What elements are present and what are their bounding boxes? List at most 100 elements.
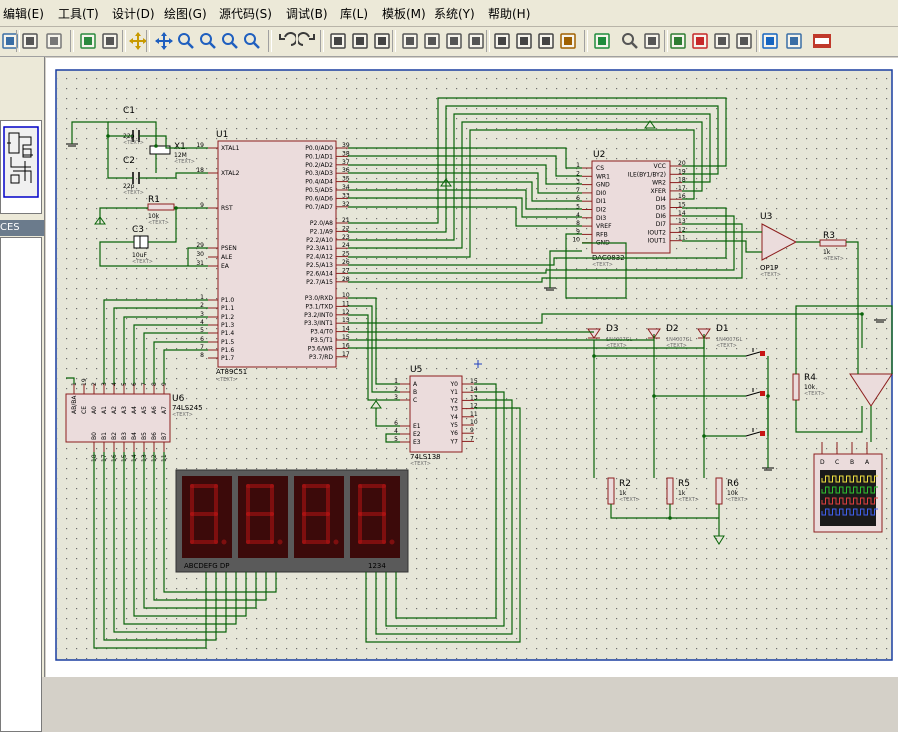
overview-preview[interactable] <box>0 120 42 214</box>
u2-pin-number: 16 <box>678 193 686 200</box>
remove-sheet-icon[interactable] <box>690 31 710 51</box>
decompose-icon[interactable] <box>558 31 578 51</box>
u5-pin-number: 4 <box>394 428 398 435</box>
menu-item-3[interactable]: 绘图(G) <box>164 7 207 21</box>
print-icon[interactable] <box>20 31 40 51</box>
erc-icon[interactable] <box>760 31 780 51</box>
grid-icon[interactable] <box>0 31 20 51</box>
toolbar-separator <box>486 30 490 52</box>
u6-pin-name: A7 <box>161 406 168 414</box>
u2-pin-name: XFER <box>650 188 666 195</box>
block-rotate-icon[interactable] <box>444 31 464 51</box>
u1-pin-name: ALE <box>221 254 232 261</box>
property-tool-icon[interactable] <box>642 31 662 51</box>
make-device-icon[interactable] <box>514 31 534 51</box>
r5-resistor-body <box>666 477 674 505</box>
origin-icon[interactable] <box>128 31 148 51</box>
u2-pin-number: 15 <box>678 202 686 209</box>
u1-pin-name: P2.5/A13 <box>306 262 333 269</box>
bom-icon[interactable] <box>734 31 754 51</box>
devices-tab[interactable]: CES <box>0 220 44 236</box>
u2-pin-name: VREF <box>596 223 612 230</box>
u6-pin-number: 2 <box>91 382 98 386</box>
u1-pin-number: 37 <box>342 159 350 166</box>
zoom-out-icon[interactable] <box>198 31 218 51</box>
u1-pin-name: P3.0/RXD <box>305 295 333 302</box>
u1-pin-number: 31 <box>196 260 204 267</box>
u1-pin-number: 18 <box>196 167 204 174</box>
zoom-in-icon[interactable] <box>176 31 196 51</box>
wire-junction <box>668 516 672 520</box>
new-sheet-icon[interactable] <box>668 31 688 51</box>
menu-item-4[interactable]: 源代码(S) <box>219 7 272 21</box>
u5-pin-number: 7 <box>470 435 474 442</box>
wire <box>163 349 208 384</box>
menu-item-5[interactable]: 调试(B) <box>286 7 328 21</box>
pan-icon[interactable] <box>154 31 174 51</box>
device-list[interactable] <box>0 237 42 732</box>
u1-pin-number: 32 <box>342 201 350 208</box>
block-move-icon[interactable] <box>422 31 442 51</box>
d2-diode-body <box>647 328 661 339</box>
netlist-icon[interactable] <box>712 31 732 51</box>
button-contact <box>745 431 761 437</box>
menu-item-0[interactable]: 编辑(E) <box>3 7 44 21</box>
search-icon[interactable] <box>620 31 640 51</box>
u2-pin-number: 4 <box>576 212 580 219</box>
menu-item-1[interactable]: 工具(T) <box>58 7 99 21</box>
left-panel: CES <box>0 57 45 732</box>
u1-pin-name: P0.7/AD7 <box>305 204 333 211</box>
u5-body <box>409 375 463 453</box>
menu-item-8[interactable]: 系统(Y) <box>434 7 475 21</box>
page-icon[interactable] <box>44 31 64 51</box>
u6-pin-name: B4 <box>131 432 138 440</box>
u1-body <box>217 140 337 368</box>
redo-icon[interactable] <box>296 31 318 51</box>
menu-item-7[interactable]: 模板(M) <box>382 7 426 21</box>
button-contact <box>745 351 761 357</box>
u6-pin-name: A6 <box>151 406 158 414</box>
wire-junction <box>592 354 596 358</box>
menu-item-6[interactable]: 库(L) <box>340 7 369 21</box>
wire <box>123 452 237 625</box>
r3-resistor-text: <TEXT> <box>823 256 844 262</box>
u1-pin-number: 39 <box>342 142 350 149</box>
ares-icon[interactable] <box>784 31 804 51</box>
wire <box>385 391 505 627</box>
u1-pin-name: P2.6/A14 <box>306 270 333 277</box>
u1-pin-number: 10 <box>342 292 350 299</box>
push-button-3 <box>745 428 765 437</box>
cut-icon[interactable] <box>328 31 348 51</box>
wire-autoroute-icon[interactable] <box>592 31 612 51</box>
paste-icon[interactable] <box>372 31 392 51</box>
u6-name: 74LS245 <box>172 404 203 412</box>
ares-logo-icon[interactable] <box>812 31 832 51</box>
refresh-icon[interactable] <box>78 31 98 51</box>
block-delete-icon[interactable] <box>466 31 486 51</box>
u1-pin-name: XTAL2 <box>221 170 240 177</box>
r1-resistor-value: 10k <box>148 213 160 220</box>
wire <box>113 307 208 384</box>
wire <box>348 129 695 258</box>
wire <box>348 297 400 385</box>
zoom-area-icon[interactable] <box>242 31 262 51</box>
zoom-all-icon[interactable] <box>220 31 240 51</box>
menu-bar: 编辑(E) 工具(T) 设计(D) 绘图(G) 源代码(S) 调试(B) 库(L) 模板(M)… <box>0 0 898 27</box>
grid-toggle-icon[interactable] <box>100 31 120 51</box>
block-copy-icon[interactable] <box>400 31 420 51</box>
wire <box>148 208 177 243</box>
scope-channel-label: B <box>850 459 854 466</box>
menu-item-2[interactable]: 设计(D) <box>112 7 155 21</box>
u6-pin-name: B6 <box>151 432 158 440</box>
undo-icon[interactable] <box>276 31 298 51</box>
menu-item-9[interactable]: 帮助(H) <box>488 7 531 21</box>
wire-junction <box>106 134 110 138</box>
copy-icon[interactable] <box>350 31 370 51</box>
package-icon[interactable] <box>536 31 556 51</box>
pick-device-icon[interactable] <box>492 31 512 51</box>
